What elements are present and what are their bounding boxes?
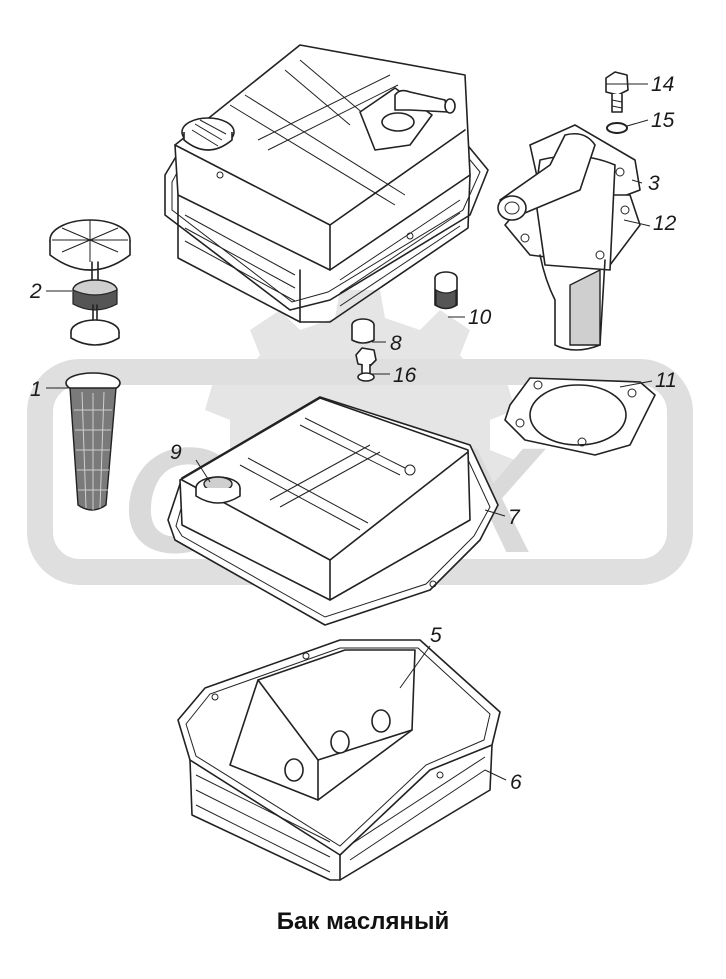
- callout-12: 12: [653, 212, 677, 235]
- callout-labels: 1 2 3 5 6 7 8 9 10 11 12 14 15 16: [29, 73, 677, 794]
- part-10-plug: [434, 271, 458, 310]
- part-5-baffle: [229, 649, 416, 801]
- callout-7: 7: [508, 506, 521, 529]
- leader-lines: [46, 83, 653, 781]
- callout-9: 9: [170, 441, 182, 464]
- callout-16: 16: [393, 364, 417, 387]
- callout-2: 2: [29, 280, 42, 303]
- callout-8: 8: [390, 332, 402, 355]
- part-16-drain-plug: [355, 347, 377, 382]
- callout-5: 5: [430, 624, 442, 647]
- tank-upper-assembly: [164, 44, 489, 323]
- callout-11: 11: [655, 369, 677, 392]
- callout-14: 14: [651, 73, 674, 96]
- part-9-filler-cap: [195, 476, 241, 504]
- diagram-caption: Бак масляный: [276, 908, 450, 935]
- part-11-gasket: [504, 377, 656, 456]
- part-7-tank-cover: [167, 396, 499, 626]
- part-3-12-outlet-fitting: [497, 124, 641, 351]
- part-8-cap: [351, 318, 375, 344]
- callout-15: 15: [651, 109, 675, 132]
- part-2-cap-assembly: [49, 219, 131, 346]
- part-1-mesh-filter: [65, 372, 121, 511]
- part-14-bolt: [605, 71, 629, 113]
- callout-3: 3: [648, 172, 660, 195]
- callout-10: 10: [468, 306, 492, 329]
- callout-1: 1: [30, 378, 42, 401]
- callout-6: 6: [510, 771, 522, 794]
- part-15-washer: [606, 122, 628, 134]
